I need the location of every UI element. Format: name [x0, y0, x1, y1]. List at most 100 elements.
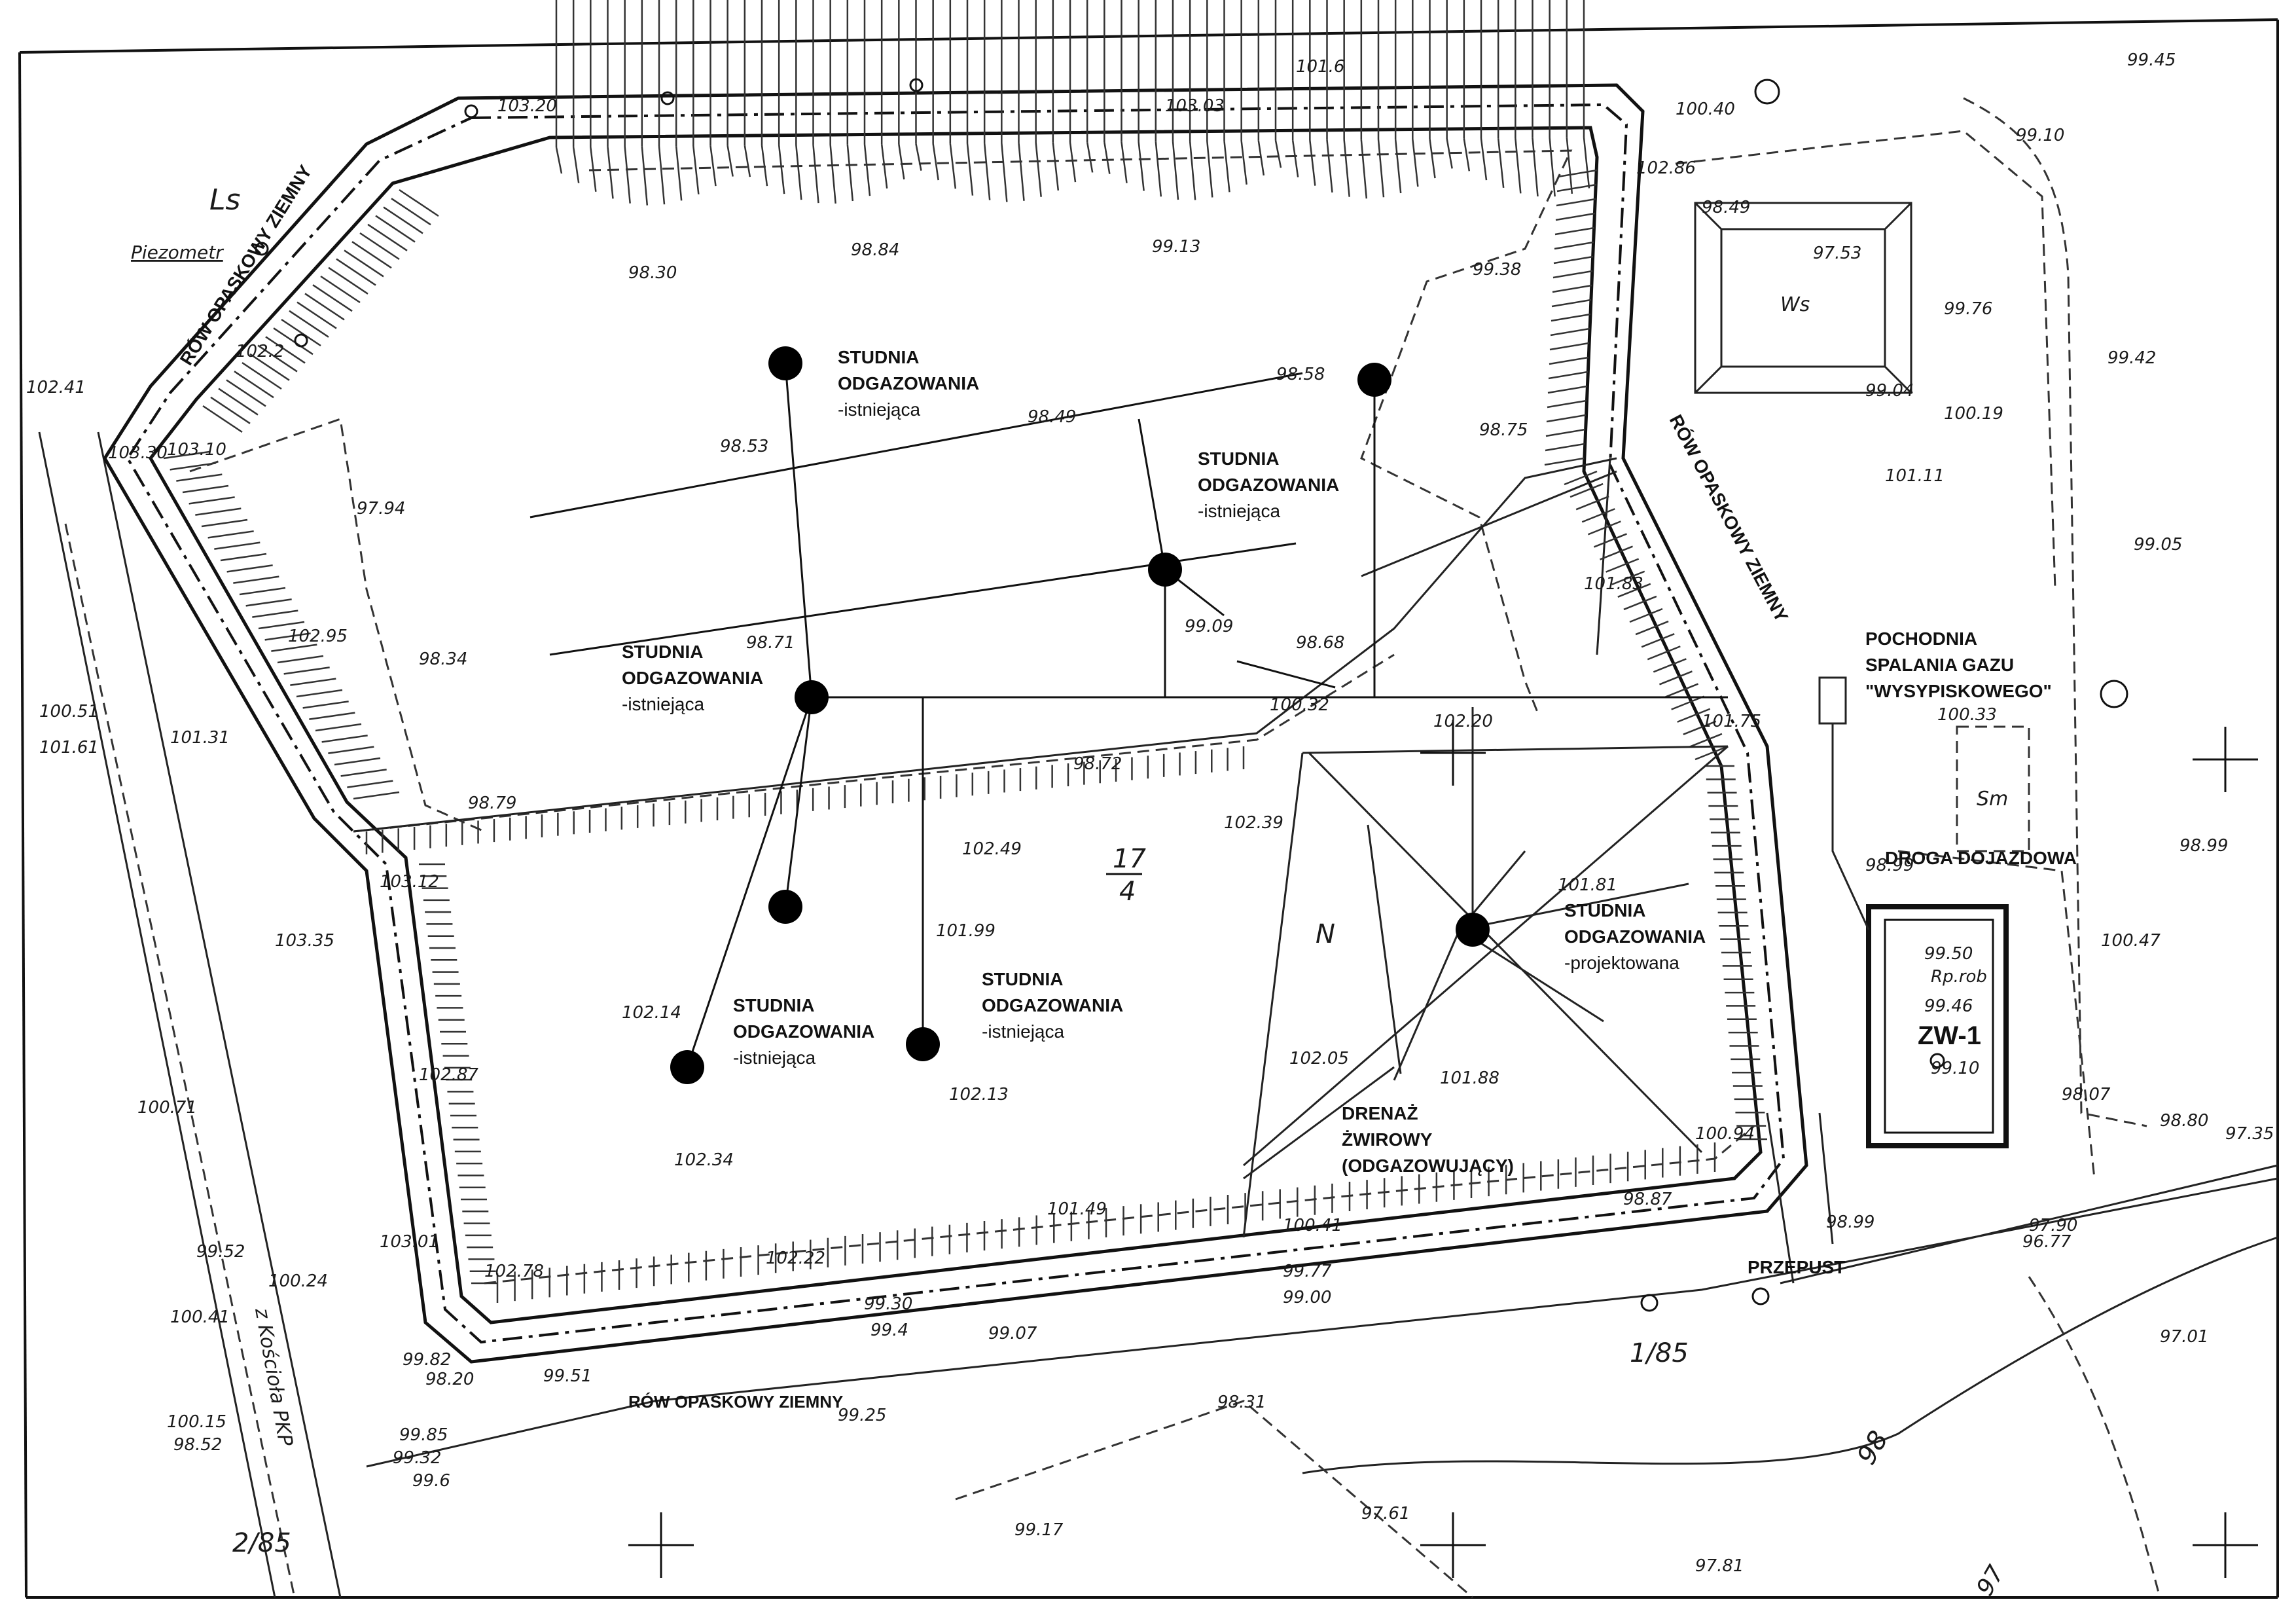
svg-text:98.84: 98.84	[851, 240, 899, 260]
svg-text:98.49: 98.49	[1702, 198, 1750, 217]
slope-hatch-line	[1172, 141, 1179, 200]
slope-hatch-line	[641, 146, 649, 206]
slope-hatch-line	[1360, 139, 1368, 199]
gas-well-2	[1357, 363, 1391, 397]
svg-text:STUDNIA: STUDNIA	[1564, 900, 1645, 921]
slope-hatch-line	[1547, 385, 1588, 394]
slope-hatch-line	[966, 143, 974, 196]
slope-hatch-line	[726, 145, 734, 177]
svg-text:99.45: 99.45	[2127, 50, 2176, 70]
slope-hatch-line	[915, 143, 922, 171]
gas-well-1	[768, 346, 802, 380]
svg-text:97.81: 97.81	[1695, 1556, 1744, 1576]
slope-hatch-line	[1544, 457, 1585, 466]
svg-text:ODGAZOWANIA: ODGAZOWANIA	[622, 668, 763, 688]
svg-text:100.24: 100.24	[268, 1271, 328, 1291]
slope-hatch-line	[846, 144, 854, 202]
slope-hatch-line	[1551, 313, 1591, 322]
svg-text:102.2: 102.2	[236, 342, 284, 361]
svg-text:102.14: 102.14	[622, 1003, 681, 1023]
structures-right	[1675, 97, 2278, 1285]
slope-hatch-line	[1480, 138, 1488, 181]
slope-hatch-line	[312, 284, 353, 312]
slope-hatch-line	[334, 757, 381, 766]
plateau-edges	[189, 149, 1755, 1285]
slope-hatch-line	[242, 361, 282, 390]
svg-text:101.6: 101.6	[1296, 57, 1344, 77]
slope-hatch-line	[1605, 558, 1640, 573]
slope-hatch-line	[1274, 140, 1282, 168]
svg-text:-istniejąca: -istniejąca	[1198, 501, 1280, 521]
road-left	[38, 431, 342, 1598]
slope-hatch-line	[1550, 327, 1590, 337]
slope-hatch-line	[778, 145, 785, 194]
slope-hatch-line	[302, 701, 349, 709]
svg-text:99.10: 99.10	[2016, 126, 2064, 145]
slope-hatch-line	[1665, 683, 1699, 698]
flare-label: POCHODNIA SPALANIA GAZU "WYSYPISKOWEGO"	[1865, 629, 2052, 701]
svg-text:99.00: 99.00	[1283, 1288, 1331, 1307]
slope-hatch-line	[226, 379, 266, 407]
parcel-denominator: 4	[1119, 877, 1136, 907]
svg-text:101.75: 101.75	[1702, 712, 1761, 731]
slope-hatch-line	[195, 507, 242, 516]
slope-hatch-line	[207, 530, 254, 539]
svg-text:100.33: 100.33	[1937, 705, 1997, 725]
slope-hatch-line	[1394, 139, 1402, 194]
slope-hatch-line	[1555, 212, 1596, 221]
svg-text:98.99: 98.99	[1865, 856, 1914, 875]
svg-text:DRENAŻ: DRENAŻ	[1342, 1103, 1418, 1123]
svg-text:99.46: 99.46	[1924, 996, 1973, 1016]
slope-hatch-line	[202, 405, 243, 433]
svg-text:100.71: 100.71	[137, 1098, 197, 1118]
slope-hatch-line	[239, 587, 286, 596]
svg-text:102.22: 102.22	[766, 1249, 825, 1268]
svg-text:POCHODNIA: POCHODNIA	[1865, 629, 1977, 649]
svg-text:ODGAZOWANIA: ODGAZOWANIA	[1564, 926, 1706, 947]
slope-hatch-line	[281, 318, 321, 347]
svg-text:103.01: 103.01	[380, 1232, 439, 1252]
slope-hatch-line	[344, 249, 384, 278]
slope-hatch-line	[1695, 745, 1729, 761]
well-label-3: STUDNIA ODGAZOWANIA -istniejąca	[622, 642, 763, 714]
building-sm-label: Sm	[1977, 788, 2008, 811]
north-letter: N	[1316, 919, 1335, 949]
slope-hatch-line	[1575, 496, 1609, 511]
svg-text:99.42: 99.42	[2108, 348, 2156, 368]
slope-hatch-line	[1377, 139, 1385, 198]
drainage-label: DRENAŻ ŻWIROWY (ODGAZOWUJĄCY)	[1342, 1103, 1514, 1176]
slope-hatch-line	[1553, 255, 1594, 264]
svg-text:100.51: 100.51	[39, 702, 99, 721]
svg-text:101.31: 101.31	[170, 728, 230, 748]
slope-hatch-line	[658, 146, 666, 205]
svg-text:97.94: 97.94	[357, 499, 405, 519]
slope-hatch-line	[1515, 137, 1522, 194]
grid-crosses	[628, 720, 2258, 1578]
svg-text:99.85: 99.85	[399, 1425, 448, 1445]
slope-hatch-line	[1623, 595, 1657, 611]
svg-text:98.49: 98.49	[1028, 407, 1076, 427]
svg-text:98.71: 98.71	[746, 633, 795, 653]
slope-hatch-line	[744, 145, 751, 177]
svg-text:99.51: 99.51	[543, 1366, 592, 1386]
gas-well-5	[768, 890, 802, 924]
slope-hatch-line	[1653, 658, 1687, 673]
slope-hatch-line	[1554, 227, 1595, 236]
slope-hatch-line	[1556, 198, 1596, 207]
sheet-frame	[18, 18, 2279, 1599]
slope-hatch-line	[347, 780, 393, 788]
svg-text:100.15: 100.15	[167, 1412, 226, 1432]
svg-text:101.61: 101.61	[39, 738, 99, 757]
svg-text:99.82: 99.82	[403, 1350, 451, 1370]
building-ws-label: Ws	[1780, 293, 1810, 316]
svg-text:98.58: 98.58	[1276, 365, 1325, 384]
ditch-label-right: RÓW OPASKOWY ZIEMNY	[1666, 411, 1793, 625]
survey-points	[255, 78, 2128, 1312]
slope-hatch-line	[289, 310, 329, 338]
slope-hatch-line	[1549, 137, 1556, 197]
slope-hatch-line	[1551, 299, 1592, 308]
slope-hatch-line	[829, 144, 836, 204]
slope-hatch-line	[233, 575, 279, 584]
svg-text:ODGAZOWANIA: ODGAZOWANIA	[733, 1021, 874, 1042]
